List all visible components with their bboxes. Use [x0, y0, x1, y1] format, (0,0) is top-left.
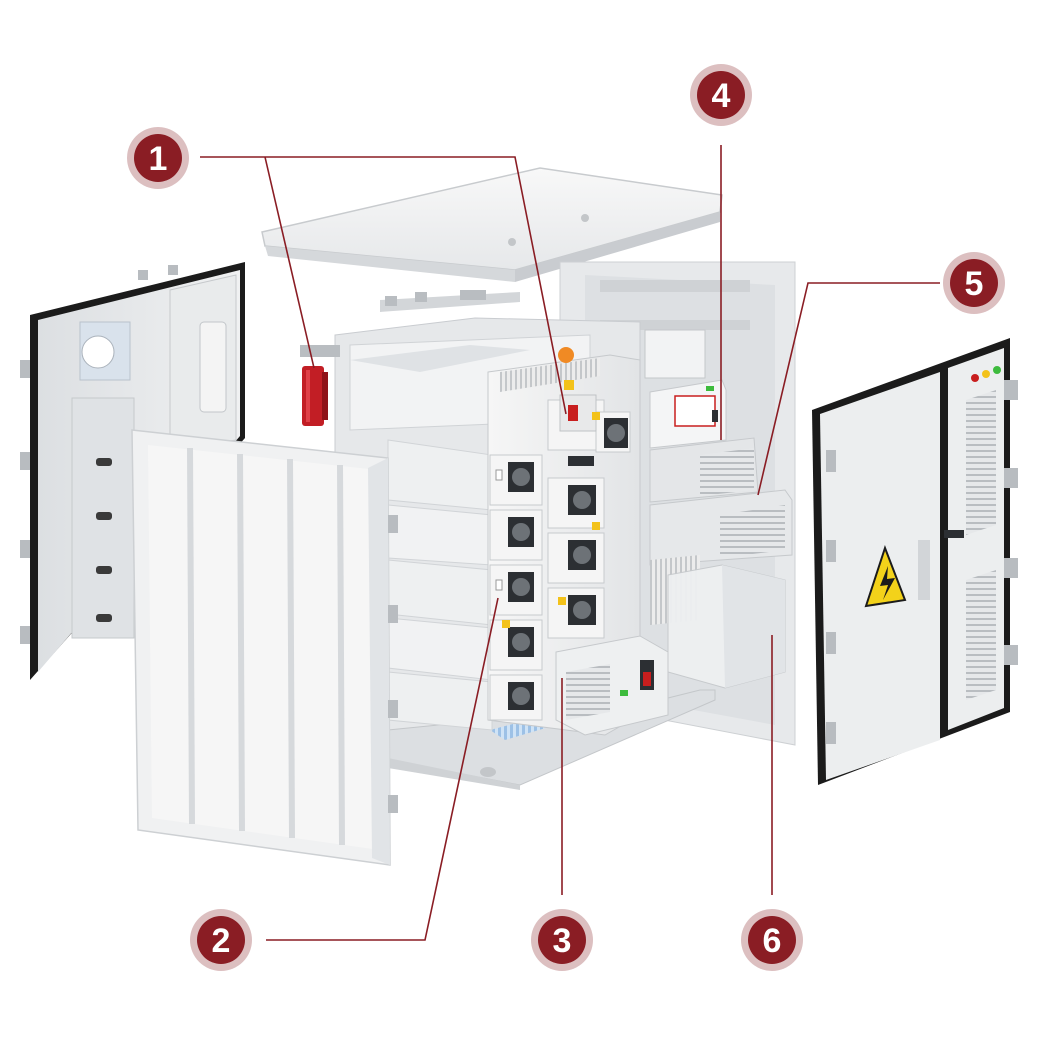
leader-line-2: [266, 597, 499, 941]
high-voltage-warning-icon: [864, 545, 907, 608]
indicator-light-icon: [558, 347, 574, 363]
control-unit: [649, 379, 759, 503]
red-switch-icon: [568, 405, 578, 421]
callout-label-3: 3: [553, 922, 572, 960]
callout-badge-6: 6: [741, 909, 803, 971]
right-double-door: [812, 338, 1018, 785]
leader-line-1: [200, 156, 567, 415]
transformer-box: [667, 564, 786, 689]
leader-line-5: [757, 282, 940, 496]
callout-label-5: 5: [965, 265, 984, 303]
leader-line-1b: [264, 156, 315, 369]
callout-label-4: 4: [712, 77, 731, 115]
callout-badge-2: 2: [190, 909, 252, 971]
leader-lines: [200, 145, 940, 941]
battery-module-rack: [487, 347, 641, 736]
callout-badge-3: 3: [531, 909, 593, 971]
callout-label-2: 2: [212, 922, 231, 960]
callout-label-6: 6: [763, 922, 782, 960]
battery-module-right-column: [547, 394, 631, 639]
callout-label-1: 1: [149, 140, 168, 178]
callout-badge-4: 4: [690, 64, 752, 126]
callout-badge-1: 1: [127, 127, 189, 189]
callout-badge-5: 5: [943, 252, 1005, 314]
auxiliary-module: [649, 489, 793, 625]
fire-suppression-unit: [300, 345, 340, 426]
power-conversion-unit: [555, 635, 669, 736]
front-left-door: [131, 429, 398, 866]
battery-module-left-column: [489, 454, 543, 721]
